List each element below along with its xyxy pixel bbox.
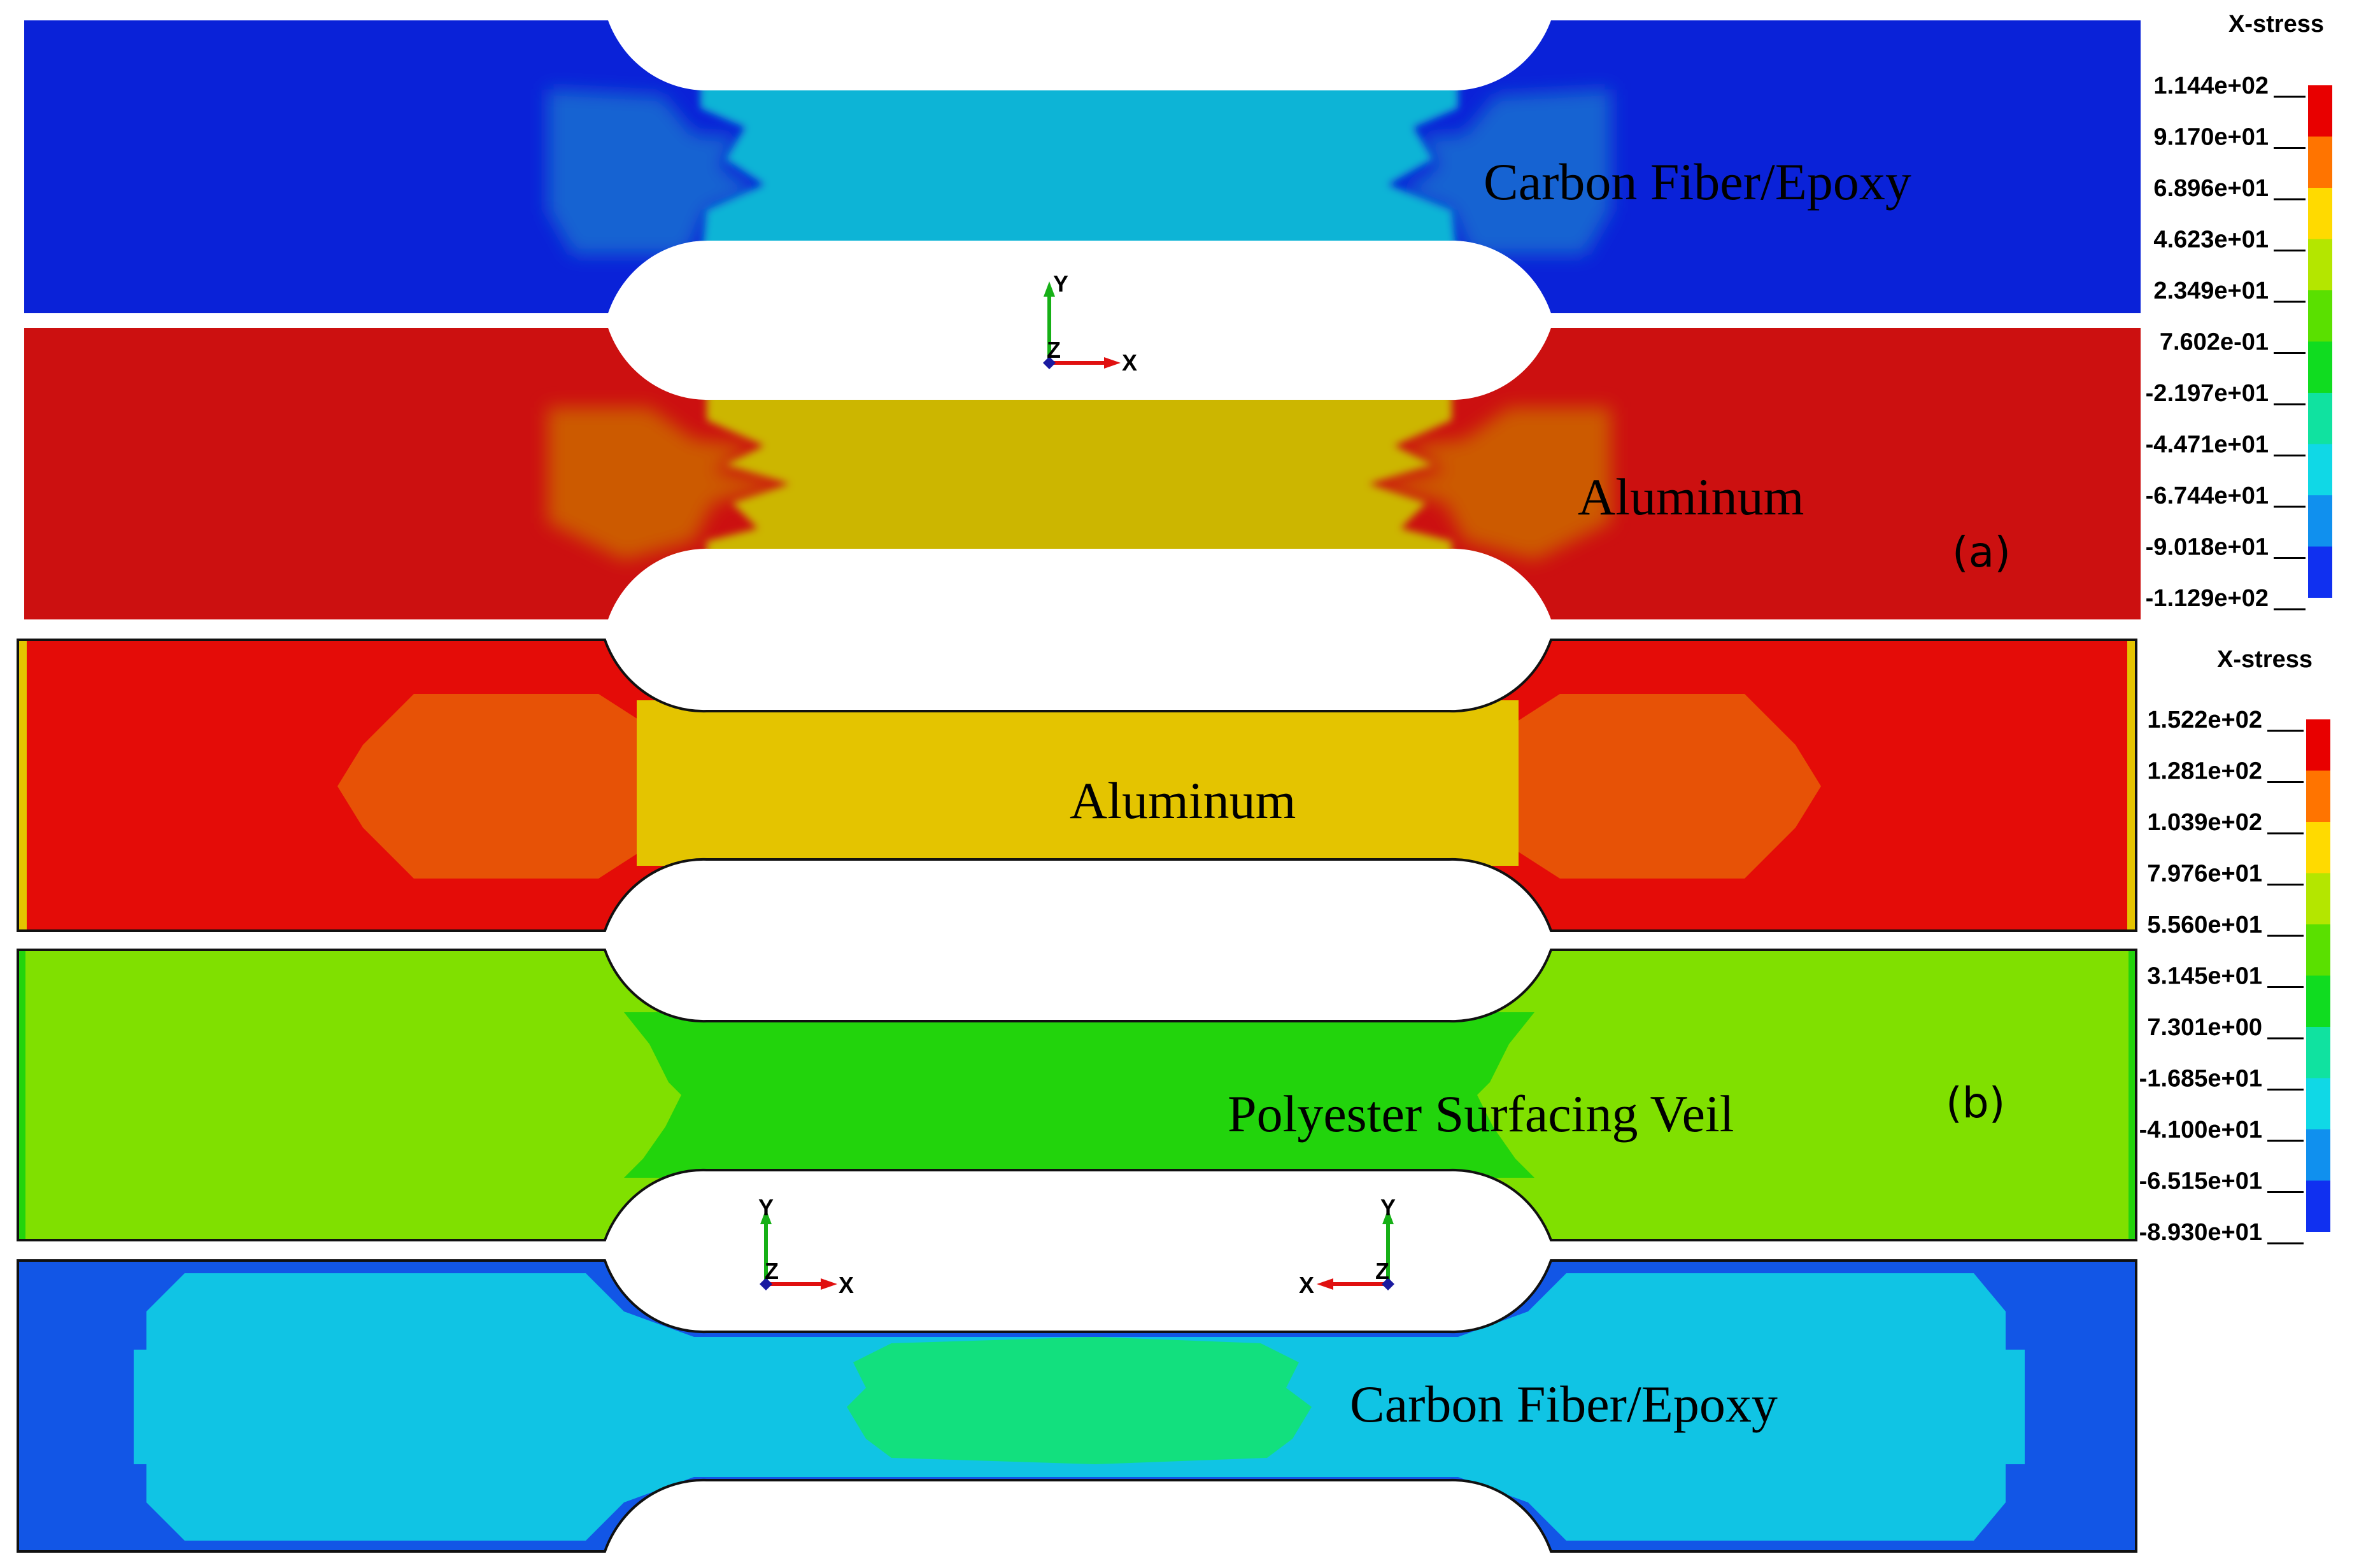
x-axis-label: X [1299, 1272, 1314, 1298]
legend-tick-labels: 1.144e+02 9.170e+01 6.896e+01 4.623e+01 2.34… [2146, 73, 2306, 612]
panel-tag: (b) [1946, 1078, 2005, 1127]
legend-tick-label: 5.560e+01 [2147, 912, 2262, 938]
legend-swatch [2308, 341, 2332, 393]
specimen-layer-b2 [17, 949, 2137, 1241]
layer-label: Polyester Surfacing Veil [1228, 1085, 1734, 1143]
legend-title: X-stress [2217, 646, 2313, 673]
z-axis-label: Z [1047, 337, 1061, 363]
legend-swatch [2308, 188, 2332, 239]
center-zone [700, 64, 1458, 267]
specimen-layer-a2 [24, 328, 2141, 619]
legend-swatch [2308, 290, 2332, 342]
axis-triad: Y Z X [758, 1194, 854, 1298]
legend-tick-label: 7.976e+01 [2147, 861, 2262, 887]
legend-tick-label: -4.471e+01 [2146, 432, 2269, 458]
legend-color-bar [2308, 85, 2332, 598]
transition-zone [1401, 89, 1611, 255]
legend-tick-label: -8.930e+01 [2139, 1219, 2262, 1246]
legend-swatch [2306, 1027, 2330, 1078]
legend-tick-label: 2.349e+01 [2153, 278, 2269, 304]
specimen-layer-a1 [24, 20, 2141, 313]
legend-tick-label: -9.018e+01 [2146, 534, 2269, 561]
legend-color-bar [2306, 719, 2330, 1232]
legend-swatch [2306, 822, 2330, 873]
axis-triad: Y Z X [1299, 1194, 1396, 1298]
legend-swatch [2306, 873, 2330, 924]
legend-swatch [2308, 85, 2332, 137]
y-axis-label: Y [758, 1194, 774, 1220]
transition-zone [548, 89, 758, 255]
layer-label: Aluminum [1070, 772, 1296, 830]
x-axis-label: X [839, 1272, 854, 1298]
legend-tick-label: -1.129e+02 [2146, 585, 2269, 612]
legend-tick-label: 9.170e+01 [2153, 124, 2269, 151]
layer-label: Carbon Fiber/Epoxy [1350, 1375, 1778, 1433]
panel-a: Y Z X Carbon Fiber/Epoxy Aluminum (a) X-… [24, 11, 2332, 619]
transition-zone [548, 407, 783, 560]
legend-tick-label: -4.100e+01 [2139, 1117, 2262, 1143]
legend-swatch [2308, 444, 2332, 495]
legend-tick-label: -1.685e+01 [2139, 1066, 2262, 1092]
legend-tick-label: 1.281e+02 [2147, 758, 2262, 785]
edge-strip [2129, 950, 2136, 1240]
legend-swatch [2306, 1078, 2330, 1129]
center-zone [637, 700, 1519, 866]
z-axis-label: Z [765, 1258, 779, 1284]
center-zone [707, 382, 1452, 573]
legend-title: X-stress [2228, 11, 2324, 38]
legend-tick-label: 7.301e+00 [2147, 1014, 2262, 1041]
legend-swatch [2308, 393, 2332, 444]
legend-tick-label: 3.145e+01 [2147, 963, 2262, 990]
panel-b: Y Z X Y Z X Aluminum Polyester Surfacing… [17, 639, 2330, 1553]
transition-zone [1375, 407, 1611, 560]
legend-swatch [2306, 719, 2330, 771]
y-axis-label: Y [1380, 1194, 1396, 1220]
transition-zone [1515, 694, 1821, 879]
legend-swatch [2308, 546, 2332, 598]
legend-tick-labels: 1.522e+02 1.281e+02 1.039e+02 7.976e+01 5.56… [2139, 707, 2304, 1246]
layer-label: Carbon Fiber/Epoxy [1484, 153, 1911, 211]
edge-strip [2127, 640, 2136, 931]
transition-zone [337, 694, 643, 879]
legend-tick-label: -6.515e+01 [2139, 1168, 2262, 1195]
legend-tick-label: 1.144e+02 [2153, 73, 2269, 99]
edge-strip [18, 950, 25, 1240]
legend-tick-label: 4.623e+01 [2153, 227, 2269, 253]
legend-swatch [2308, 239, 2332, 290]
x-axis-label: X [1122, 350, 1137, 376]
legend-tick-label: 7.602e-01 [2160, 329, 2269, 356]
edge-strip [18, 640, 27, 931]
legend-tick-label: 1.522e+02 [2147, 707, 2262, 733]
legend-swatch [2306, 770, 2330, 822]
legend-swatch [2308, 136, 2332, 188]
legend-swatch [2306, 924, 2330, 976]
legend-tick-label: 6.896e+01 [2153, 175, 2269, 202]
y-axis-label: Y [1053, 271, 1068, 297]
legend-swatch [2306, 1180, 2330, 1232]
legend-tick-label: 1.039e+02 [2147, 809, 2262, 836]
legend-swatch [2306, 1129, 2330, 1181]
layer-label: Aluminum [1578, 468, 1804, 526]
panel-tag: (a) [1952, 528, 2011, 577]
legend-tick-label: -6.744e+01 [2146, 483, 2269, 509]
axis-triad: Y Z X [1043, 271, 1137, 376]
center-zone [624, 1012, 1534, 1178]
specimen-layer-b3 [17, 1259, 2137, 1553]
center-blob [847, 1337, 1312, 1464]
color-legend: X-stress 1.144e+02 9.170e+01 6.896e+01 4.62… [2146, 11, 2332, 612]
legend-tick-label: -2.197e+01 [2146, 380, 2269, 407]
legend-swatch [2306, 975, 2330, 1027]
color-legend: X-stress 1.522e+02 1.281e+02 1.039e+02 7.97… [2139, 646, 2330, 1246]
legend-swatch [2308, 495, 2332, 547]
z-axis-label: Z [1375, 1258, 1389, 1284]
